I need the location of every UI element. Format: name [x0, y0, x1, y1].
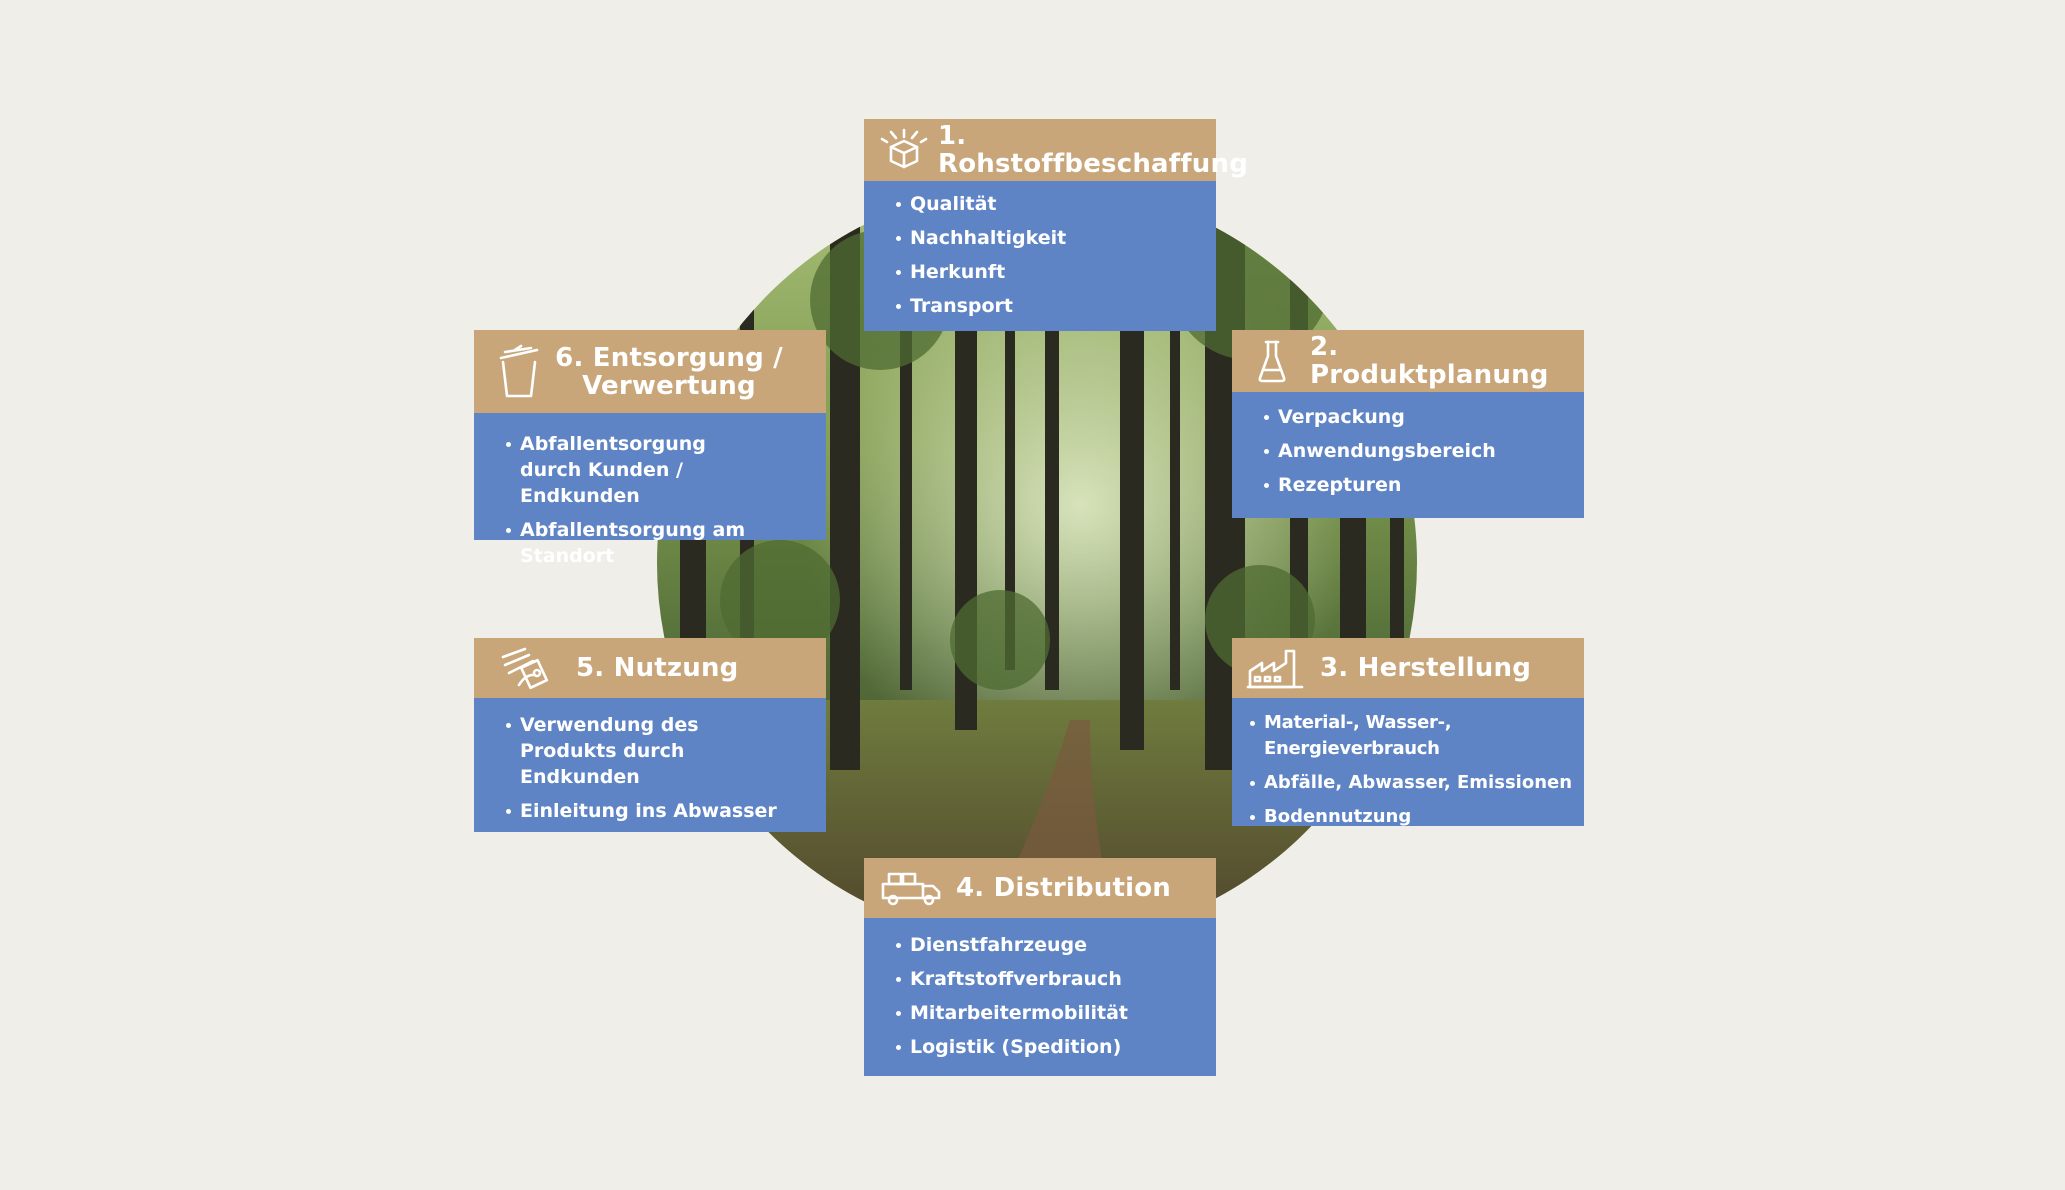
list-item: Transport: [896, 293, 1204, 319]
stage-card-nutzung: 5. Nutzung Verwendung des Produkts durch…: [474, 638, 826, 832]
stage-body: Verpackung Anwendungsbereich Rezepturen: [1232, 392, 1584, 518]
list-item: Herkunft: [896, 259, 1204, 285]
list-item: Einleitung ins Abwasser: [506, 798, 814, 824]
stage-body: Qualität Nachhaltigkeit Herkunft Transpo…: [864, 181, 1216, 331]
stage-card-produktplanung: 2. Produktplanung Verpackung Anwendungsb…: [1232, 330, 1584, 518]
stage-title: 4. Distribution: [956, 873, 1171, 903]
list-item: Bodennutzung: [1250, 804, 1580, 830]
list-item: Logistik (Spedition): [896, 1034, 1204, 1060]
list-item: Qualität: [896, 191, 1204, 217]
list-item: Abfallentsorgung durch Kunden / Endkunde…: [506, 431, 770, 509]
stage-body: Material-, Wasser-, Energieverbrauch Abf…: [1232, 698, 1584, 827]
list-item: Dienstfahrzeuge: [896, 932, 1204, 958]
trash-bin-icon: [496, 344, 542, 400]
stage-card-rohstoffbeschaffung: 1. Rohstoffbeschaffung Qualität Nachhalt…: [864, 119, 1248, 331]
list-item: Mitarbeitermobilität: [896, 1000, 1204, 1026]
stage-body: Dienstfahrzeuge Kraftstoffverbrauch Mita…: [864, 918, 1216, 1076]
list-item: Abfälle, Abwasser, Emissionen: [1250, 770, 1580, 796]
stage-header: 2. Produktplanung: [1232, 330, 1584, 392]
stage-header: 6. Entsorgung / Verwertung: [474, 330, 826, 413]
list-item: Abfallentsorgung am Standort: [506, 517, 814, 569]
stage-card-herstellung: 3. Herstellung Material-, Wasser-, Energ…: [1232, 638, 1584, 827]
flask-icon: [1244, 338, 1300, 384]
stage-body: Verwendung des Produkts durch Endkunden …: [474, 698, 826, 832]
stage-header: 1. Rohstoffbeschaffung: [864, 119, 1248, 181]
delivery-truck-icon: [876, 868, 946, 908]
stage-title: 2. Produktplanung: [1310, 332, 1549, 390]
stage-title: 1. Rohstoffbeschaffung: [938, 121, 1249, 179]
stage-title: 6. Entsorgung / Verwertung: [542, 344, 814, 400]
list-item: Nachhaltigkeit: [896, 225, 1204, 251]
stage-body: Abfallentsorgung durch Kunden / Endkunde…: [474, 413, 826, 567]
list-item: Anwendungsbereich: [1264, 438, 1572, 464]
stage-header: 4. Distribution: [864, 858, 1216, 918]
stage-title: 3. Herstellung: [1320, 653, 1532, 683]
list-item: Rezepturen: [1264, 472, 1572, 498]
stage-card-entsorgung: 6. Entsorgung / Verwertung Abfallentsorg…: [474, 330, 826, 567]
stage-header: 3. Herstellung: [1232, 638, 1584, 698]
stage-title: 5. Nutzung: [576, 653, 739, 683]
factory-icon: [1244, 645, 1306, 691]
list-item: Material-, Wasser-, Energieverbrauch: [1250, 710, 1580, 762]
stage-title-line-1: 6. Entsorgung /: [555, 342, 783, 373]
list-item: Kraftstoffverbrauch: [896, 966, 1204, 992]
open-box-icon: [876, 127, 932, 173]
list-item: Verpackung: [1264, 404, 1572, 430]
stage-card-distribution: 4. Distribution Dienstfahrzeuge Kraftsto…: [864, 858, 1216, 1076]
stage-header: 5. Nutzung: [474, 638, 826, 698]
stage-title-line-2: Verwertung: [582, 370, 756, 401]
hand-with-product-icon: [498, 645, 558, 691]
list-item: Verwendung des Produkts durch Endkunden: [506, 712, 780, 790]
